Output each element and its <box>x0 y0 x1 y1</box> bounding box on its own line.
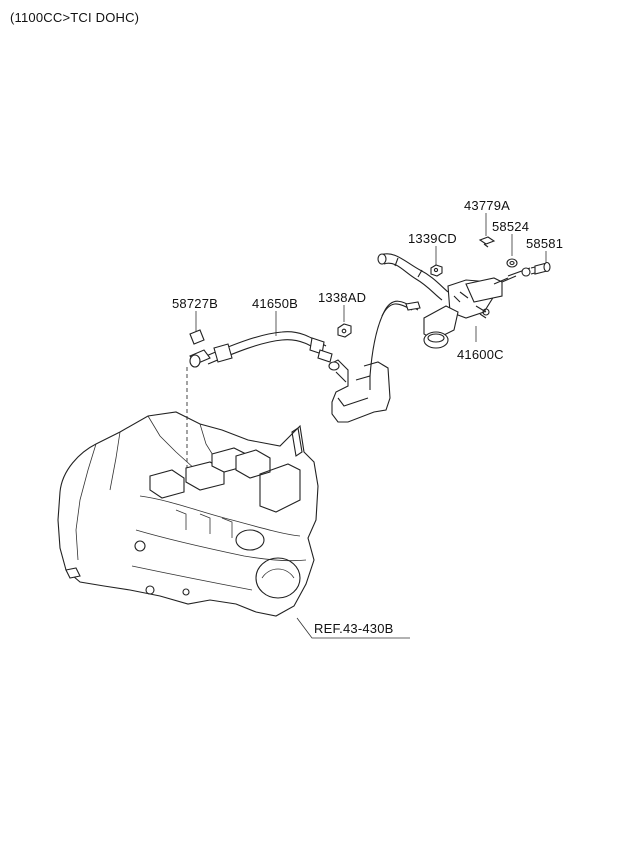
part-label-1338ad[interactable]: 1338AD <box>318 290 367 305</box>
diagram-title: (1100CC>TCI DOHC) <box>10 10 140 25</box>
ref-label[interactable]: REF.43-430B <box>314 621 394 636</box>
washer-58524-icon <box>506 258 518 268</box>
leader-lines <box>195 213 547 639</box>
clip-43779a-icon <box>478 236 496 248</box>
part-label-1339cd[interactable]: 1339CD <box>408 231 457 246</box>
part-label-58581[interactable]: 58581 <box>526 236 564 251</box>
nut-1338ad-icon <box>337 323 352 338</box>
part-label-43779a[interactable]: 43779A <box>464 198 511 213</box>
part-label-58727b[interactable]: 58727B <box>172 296 219 311</box>
clip-58727b-icon <box>189 329 211 368</box>
part-label-41600c[interactable]: 41600C <box>457 347 504 362</box>
master-cylinder-41600c-icon <box>423 267 531 349</box>
reservoir-hose-icon <box>377 253 449 301</box>
bracket-icon <box>328 359 391 423</box>
bolt-58581-icon <box>530 261 551 275</box>
nut-1339cd-icon <box>430 264 443 277</box>
pressure-tube-icon <box>369 300 421 377</box>
transaxle-assembly-icon <box>57 411 319 617</box>
flex-hose-41650b-icon <box>205 331 333 365</box>
part-label-41650b[interactable]: 41650B <box>252 296 299 311</box>
part-label-58524[interactable]: 58524 <box>492 219 530 234</box>
